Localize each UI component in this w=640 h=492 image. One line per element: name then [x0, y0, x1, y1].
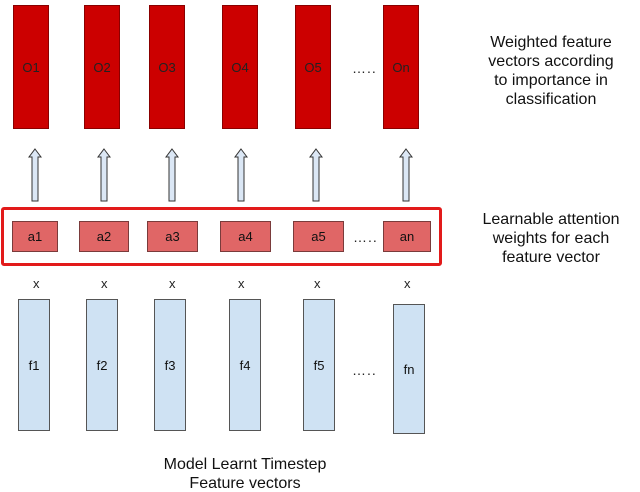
output-vector-o2: O2 [84, 5, 120, 129]
output-vector-o5: O5 [295, 5, 331, 129]
multiply-symbol: x [101, 276, 108, 291]
output-label: O2 [93, 59, 111, 75]
attention-label: a2 [96, 229, 112, 244]
up-arrow-icon [234, 148, 248, 202]
multiply-symbol: x [404, 276, 411, 291]
features-caption: Model Learnt Timestep Feature vectors [120, 455, 370, 492]
feature-label: f1 [28, 357, 40, 373]
feature-vector-f2: f2 [86, 299, 118, 431]
output-label: O3 [158, 59, 176, 75]
output-vector-o4: O4 [222, 5, 258, 129]
caption-line: weights for each [492, 230, 610, 247]
attention-caption: Learnable attention weights for each fea… [462, 210, 640, 267]
attention-label: a1 [27, 229, 43, 244]
multiply-symbol: x [314, 276, 321, 291]
multiply-symbol: x [238, 276, 245, 291]
attention-weight-a2: a2 [79, 221, 129, 252]
output-vector-o1: O1 [13, 5, 49, 129]
feature-label: fn [403, 361, 415, 377]
feature-label: f4 [239, 357, 251, 373]
attention-label: a5 [311, 229, 326, 244]
feature-label: f5 [313, 357, 325, 373]
attention-weight-a5: a5 [293, 221, 344, 252]
caption-line: classification [505, 91, 597, 108]
attention-weight-a4: a4 [220, 221, 271, 252]
feature-vector-fn: fn [393, 304, 425, 434]
output-ellipsis: ….. [352, 60, 377, 76]
multiply-symbol: x [169, 276, 176, 291]
feature-vector-f1: f1 [18, 299, 50, 431]
feature-label: f3 [164, 357, 176, 373]
outputs-caption: Weighted feature vectors according to im… [462, 33, 640, 109]
attention-label: a4 [238, 229, 253, 244]
caption-line: feature vector [502, 249, 600, 266]
up-arrow-icon [97, 148, 111, 202]
attention-weight-an: an [383, 221, 431, 252]
up-arrow-icon [309, 148, 323, 202]
multiply-symbol: x [33, 276, 40, 291]
up-arrow-icon [28, 148, 42, 202]
output-label: O4 [231, 59, 249, 75]
feature-vector-f5: f5 [303, 299, 335, 431]
attention-weight-a3: a3 [147, 221, 198, 252]
attention-label: an [399, 229, 415, 244]
output-vector-on: On [383, 5, 419, 129]
caption-line: Feature vectors [189, 475, 301, 492]
caption-line: Learnable attention [482, 211, 620, 228]
output-label: O1 [22, 59, 40, 75]
caption-line: to importance in [494, 72, 608, 89]
feature-label: f2 [96, 357, 108, 373]
output-vector-o3: O3 [149, 5, 185, 129]
attention-weight-a1: a1 [12, 221, 58, 252]
caption-line: Weighted feature [490, 34, 612, 51]
caption-line: Model Learnt Timestep [163, 456, 327, 473]
attention-ellipsis: ….. [353, 229, 378, 245]
up-arrow-icon [165, 148, 179, 202]
attention-label: a3 [165, 229, 180, 244]
feature-vector-f3: f3 [154, 299, 186, 431]
feature-vector-f4: f4 [229, 299, 261, 431]
attention-weights-group [1, 207, 442, 266]
caption-line: vectors according [488, 53, 614, 70]
up-arrow-icon [399, 148, 413, 202]
feature-ellipsis: ….. [352, 362, 377, 378]
output-label: O5 [304, 59, 322, 75]
output-label: On [392, 59, 410, 75]
